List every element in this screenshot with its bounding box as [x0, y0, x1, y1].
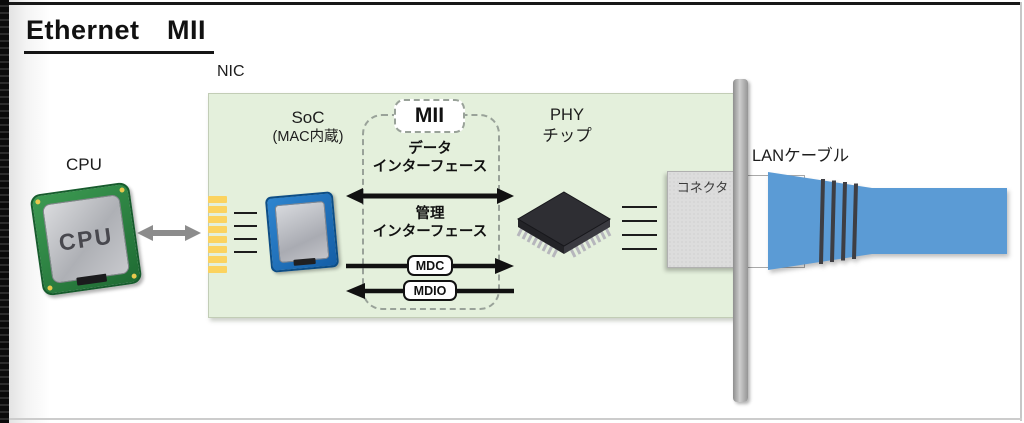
- data-interface-double-arrow-icon: [346, 188, 514, 204]
- data-interface-line2: インターフェース: [372, 159, 488, 175]
- lan-cable-icon: [768, 172, 1007, 270]
- mdio-tag: MDIO: [403, 280, 457, 301]
- soc-notch: [293, 257, 316, 266]
- edge-connector-pins: [208, 196, 227, 276]
- connector-box: コネクタ: [667, 171, 738, 268]
- page-title: Ethernet MII: [24, 8, 215, 54]
- page-border-bottom: [8, 418, 1022, 420]
- page-border-top: [8, 2, 1020, 5]
- connector-label: コネクタ: [676, 180, 729, 195]
- trace-line: [622, 234, 657, 236]
- phy-chip-icon: [516, 191, 612, 258]
- soc-label-line1: SoC: [291, 108, 325, 127]
- gold-pin: [208, 216, 227, 223]
- phy-label-line2: チップ: [542, 127, 592, 145]
- gold-pin: [208, 256, 227, 263]
- soc-package: [264, 191, 340, 273]
- cpu-chip-icon: CPU: [29, 181, 143, 297]
- phy-label: PHY チップ: [525, 105, 609, 147]
- mii-tag: MII: [394, 99, 465, 133]
- cpu-label: CPU: [66, 155, 102, 174]
- phy-label-line1: PHY: [550, 106, 584, 124]
- page-curl-edge: [0, 0, 9, 423]
- cpu-corner-dot: [35, 199, 41, 205]
- soc-label-line2: (MAC内蔵): [272, 129, 344, 145]
- cpu-die-text: CPU: [57, 221, 115, 256]
- cpu-die: CPU: [41, 193, 131, 285]
- trace-line: [622, 220, 657, 222]
- trace-line: [234, 212, 257, 214]
- trace-line: [234, 238, 257, 240]
- gold-pin: [208, 236, 227, 243]
- soc-label: SoC (MAC内蔵): [252, 107, 364, 147]
- trace-line: [234, 251, 257, 253]
- phy-trace-lines: [622, 206, 657, 262]
- mgmt-interface-line2: インターフェース: [372, 224, 488, 240]
- gold-pin: [208, 206, 227, 213]
- soc-chip-icon: [264, 191, 340, 273]
- nic-label: NIC: [217, 63, 245, 80]
- cpu-corner-dot: [47, 285, 53, 291]
- gold-pin: [208, 246, 227, 253]
- cpu-corner-dot: [131, 273, 137, 279]
- page-border-right: [1020, 2, 1022, 421]
- bus-trace-lines: [234, 212, 257, 264]
- soc-die: [274, 200, 330, 264]
- pc-bracket-bar: [733, 79, 748, 402]
- gold-pin: [208, 196, 227, 203]
- trace-line: [622, 206, 657, 208]
- gold-pin: [208, 226, 227, 233]
- mgmt-interface-label: 管理 インターフェース: [352, 205, 508, 241]
- cpu-corner-dot: [119, 187, 125, 193]
- gold-pin: [208, 266, 227, 273]
- cpu-pcb: CPU: [29, 181, 143, 297]
- mgmt-interface-line1: 管理: [415, 206, 445, 222]
- mdc-tag: MDC: [407, 255, 453, 276]
- data-interface-label: データ インターフェース: [352, 140, 508, 176]
- trace-line: [234, 225, 257, 227]
- trace-line: [622, 248, 657, 250]
- data-interface-line1: データ: [408, 141, 452, 157]
- lan-cable-label: LANケーブル: [752, 147, 850, 165]
- cpu-bus-double-arrow-icon: [137, 225, 201, 241]
